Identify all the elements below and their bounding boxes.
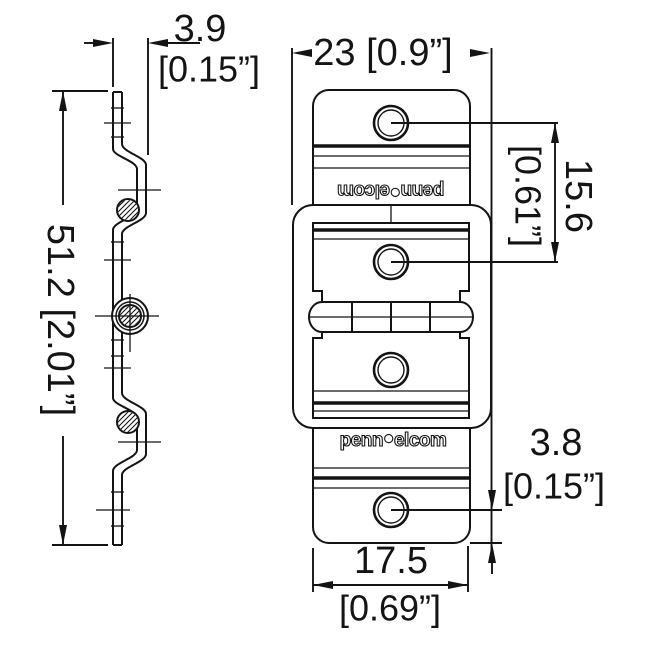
leaf-ridge-lines <box>313 228 469 412</box>
arrowhead <box>551 123 559 143</box>
arrowhead <box>470 49 490 57</box>
rivet-section-upper <box>116 198 140 222</box>
arrowhead <box>292 49 312 57</box>
dim-hole-spacing: 15.6 [0.61”] <box>391 122 599 263</box>
dim-thickness: 3.9 [0.15”] <box>84 8 260 155</box>
rivet-section-lower <box>116 410 140 434</box>
dim-hole-edge-in: [0.15”] <box>503 466 605 507</box>
dim-plate-width: 17.5 [0.69”] <box>312 540 469 629</box>
bend-ticks <box>111 107 124 527</box>
top-ridge-lines <box>313 144 470 169</box>
bottom-ridge-lines <box>313 467 470 489</box>
side-view <box>95 91 161 546</box>
dim-thickness-mm: 3.9 <box>174 8 227 50</box>
dim-plate-width-mm: 17.5 <box>354 540 428 582</box>
hinge-barrel-section <box>95 294 159 352</box>
brand-part1: penn <box>340 430 383 451</box>
arrowhead <box>448 581 468 589</box>
brand-part2: elcom <box>394 430 446 451</box>
front-view: penn●elcom <box>292 89 492 544</box>
dim-hole-spacing-mm: 15.6 <box>557 159 599 233</box>
screw-hole-lower-mid <box>372 351 410 389</box>
arrowhead <box>313 581 333 589</box>
dim-hole-edge: 3.8 [0.15”] <box>391 422 605 574</box>
dim-width: 23 [0.9”] <box>291 32 493 562</box>
dim-hole-spacing-in: [0.61”] <box>508 145 549 247</box>
dim-width-value: 23 [0.9”] <box>313 32 452 74</box>
arrowhead <box>59 91 67 111</box>
dim-height-value: 51.2 [2.01”] <box>39 224 81 416</box>
arrowhead <box>488 490 496 510</box>
brand-logo: penn●elcom <box>340 428 447 451</box>
dim-plate-width-in: [0.69”] <box>339 588 441 629</box>
brand-logo-mirrored: penn●elcom <box>338 181 445 204</box>
hole-centerline-ticks <box>96 122 161 511</box>
arrowhead <box>148 39 168 47</box>
arrowhead <box>93 39 113 47</box>
brand-part2: elcom <box>338 181 390 202</box>
brand-symbol-icon: ● <box>390 183 401 204</box>
arrowhead <box>59 525 67 545</box>
dim-height: 51.2 [2.01”] <box>39 90 108 546</box>
brand-symbol-icon: ● <box>383 428 394 449</box>
dim-hole-edge-mm: 3.8 <box>530 422 583 464</box>
dim-thickness-in: [0.15”] <box>158 49 260 90</box>
brand-part1: penn <box>401 181 444 202</box>
arrowhead <box>551 242 559 262</box>
arrowhead <box>488 543 496 563</box>
hinge-barrel <box>308 301 474 333</box>
